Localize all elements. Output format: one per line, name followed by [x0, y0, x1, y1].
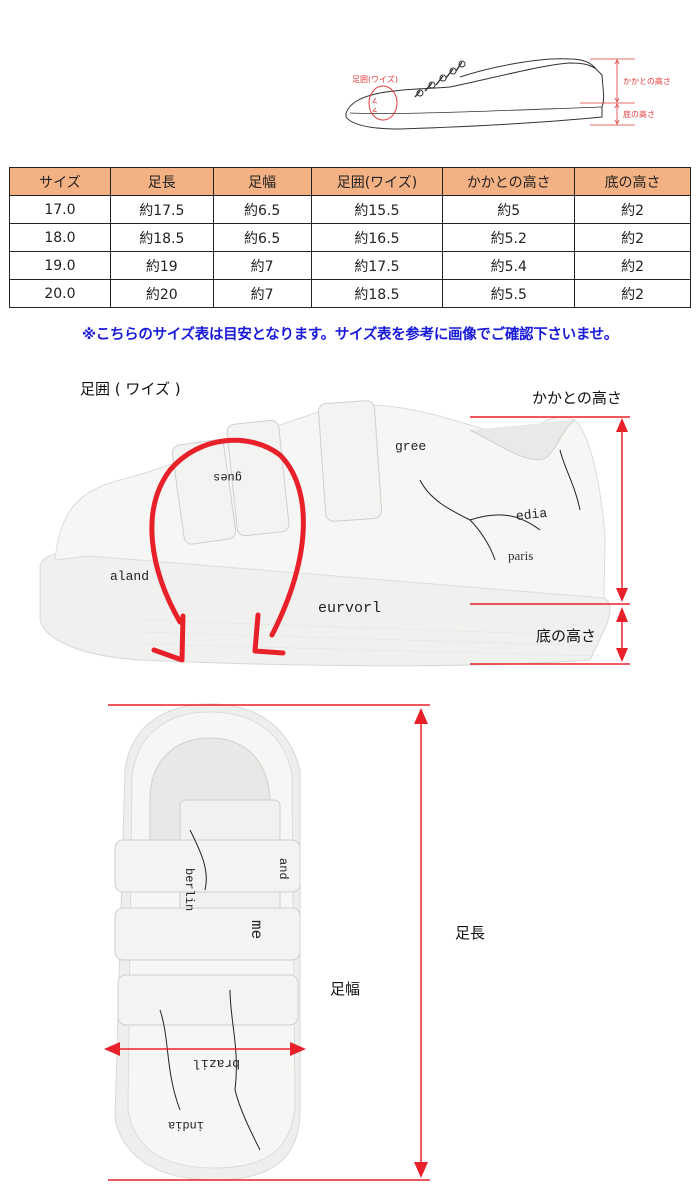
- cell-foot-width: 約7: [212, 251, 312, 280]
- size-notice: ※こちらのサイズ表は目安となります。サイズ表を参考に画像でご確認下さいませ。: [81, 327, 618, 343]
- cell-circumference: 約18.5: [310, 279, 444, 308]
- svg-text:berlin: berlin: [182, 868, 196, 911]
- cell-sole-height: 約2: [574, 195, 691, 224]
- cell-circumference: 約17.5: [310, 251, 444, 280]
- header-foot-width: 足幅: [212, 167, 312, 196]
- cell-size: 20.0: [9, 279, 111, 308]
- cell-heel-height: 約5.2: [442, 223, 576, 252]
- svg-text:me: me: [247, 920, 265, 939]
- cell-foot-width: 約6.5: [212, 195, 312, 224]
- svg-text:aland: aland: [110, 569, 149, 584]
- header-circumference: 足囲(ワイズ): [310, 167, 444, 196]
- cell-sole-height: 約2: [574, 223, 691, 252]
- header-foot-length: 足長: [109, 167, 214, 196]
- cell-foot-length: 約18.5: [109, 223, 214, 252]
- header-heel-height: かかとの高さ: [442, 167, 576, 196]
- cell-foot-width: 約6.5: [212, 223, 312, 252]
- cell-foot-length: 約19: [109, 251, 214, 280]
- side-label-circumference: 足囲 ( ワイズ ): [80, 380, 181, 398]
- svg-text:gree: gree: [395, 439, 426, 454]
- diagram-label-heel-height: かかとの高さ: [623, 77, 671, 86]
- table-header-row: サイズ 足長 足幅 足囲(ワイズ) かかとの高さ 底の高さ: [9, 167, 691, 196]
- cell-size: 17.0: [9, 195, 111, 224]
- cell-sole-height: 約2: [574, 251, 691, 280]
- svg-text:paris: paris: [508, 548, 533, 563]
- side-view-photo: gree gues aland eurvorl edia paris 足囲 ( …: [0, 360, 700, 680]
- header-size: サイズ: [9, 167, 111, 196]
- cell-circumference: 約16.5: [310, 223, 444, 252]
- svg-text:india: india: [168, 1118, 204, 1132]
- side-label-heel-height: かかとの高さ: [532, 389, 622, 407]
- top-label-length: 足長: [455, 924, 486, 942]
- size-table: サイズ 足長 足幅 足囲(ワイズ) かかとの高さ 底の高さ 17.0 約17.5…: [9, 167, 691, 308]
- table-row: 17.0 約17.5 約6.5 約15.5 約5 約2: [9, 195, 691, 224]
- svg-text:gues: gues: [213, 470, 242, 484]
- top-shoe-illustration: berlin and me brazil india: [104, 703, 430, 1181]
- cell-foot-length: 約17.5: [109, 195, 214, 224]
- svg-text:brazil: brazil: [193, 1056, 240, 1071]
- diagram-label-circumference: 足囲(ワイズ): [352, 75, 399, 84]
- cell-heel-height: 約5.5: [442, 279, 576, 308]
- header-sole-height: 底の高さ: [574, 167, 691, 196]
- side-label-sole-height: 底の高さ: [536, 627, 597, 645]
- table-row: 18.0 約18.5 約6.5 約16.5 約5.2 約2: [9, 223, 691, 252]
- cell-heel-height: 約5.4: [442, 251, 576, 280]
- cell-heel-height: 約5: [442, 195, 576, 224]
- top-view-photo: berlin and me brazil india 足長 足幅: [0, 690, 700, 1200]
- cell-sole-height: 約2: [574, 279, 691, 308]
- svg-text:and: and: [276, 858, 290, 880]
- svg-text:eurvorl: eurvorl: [318, 600, 381, 617]
- shoe-outline-drawing: [345, 58, 635, 130]
- diagram-label-sole-height: 底の高さ: [623, 110, 655, 119]
- table-row: 19.0 約19 約7 約17.5 約5.4 約2: [9, 251, 691, 280]
- cell-size: 19.0: [9, 251, 111, 280]
- svg-text:edia: edia: [515, 506, 548, 524]
- table-row: 20.0 約20 約7 約18.5 約5.5 約2: [9, 279, 691, 308]
- side-shoe-illustration: gree gues aland eurvorl edia paris: [39, 400, 630, 667]
- cell-size: 18.0: [9, 223, 111, 252]
- shoe-diagram: 足囲(ワイズ) かかとの高さ 底の高さ: [340, 45, 700, 135]
- top-label-width: 足幅: [330, 980, 361, 998]
- cell-foot-width: 約7: [212, 279, 312, 308]
- cell-circumference: 約15.5: [310, 195, 444, 224]
- cell-foot-length: 約20: [109, 279, 214, 308]
